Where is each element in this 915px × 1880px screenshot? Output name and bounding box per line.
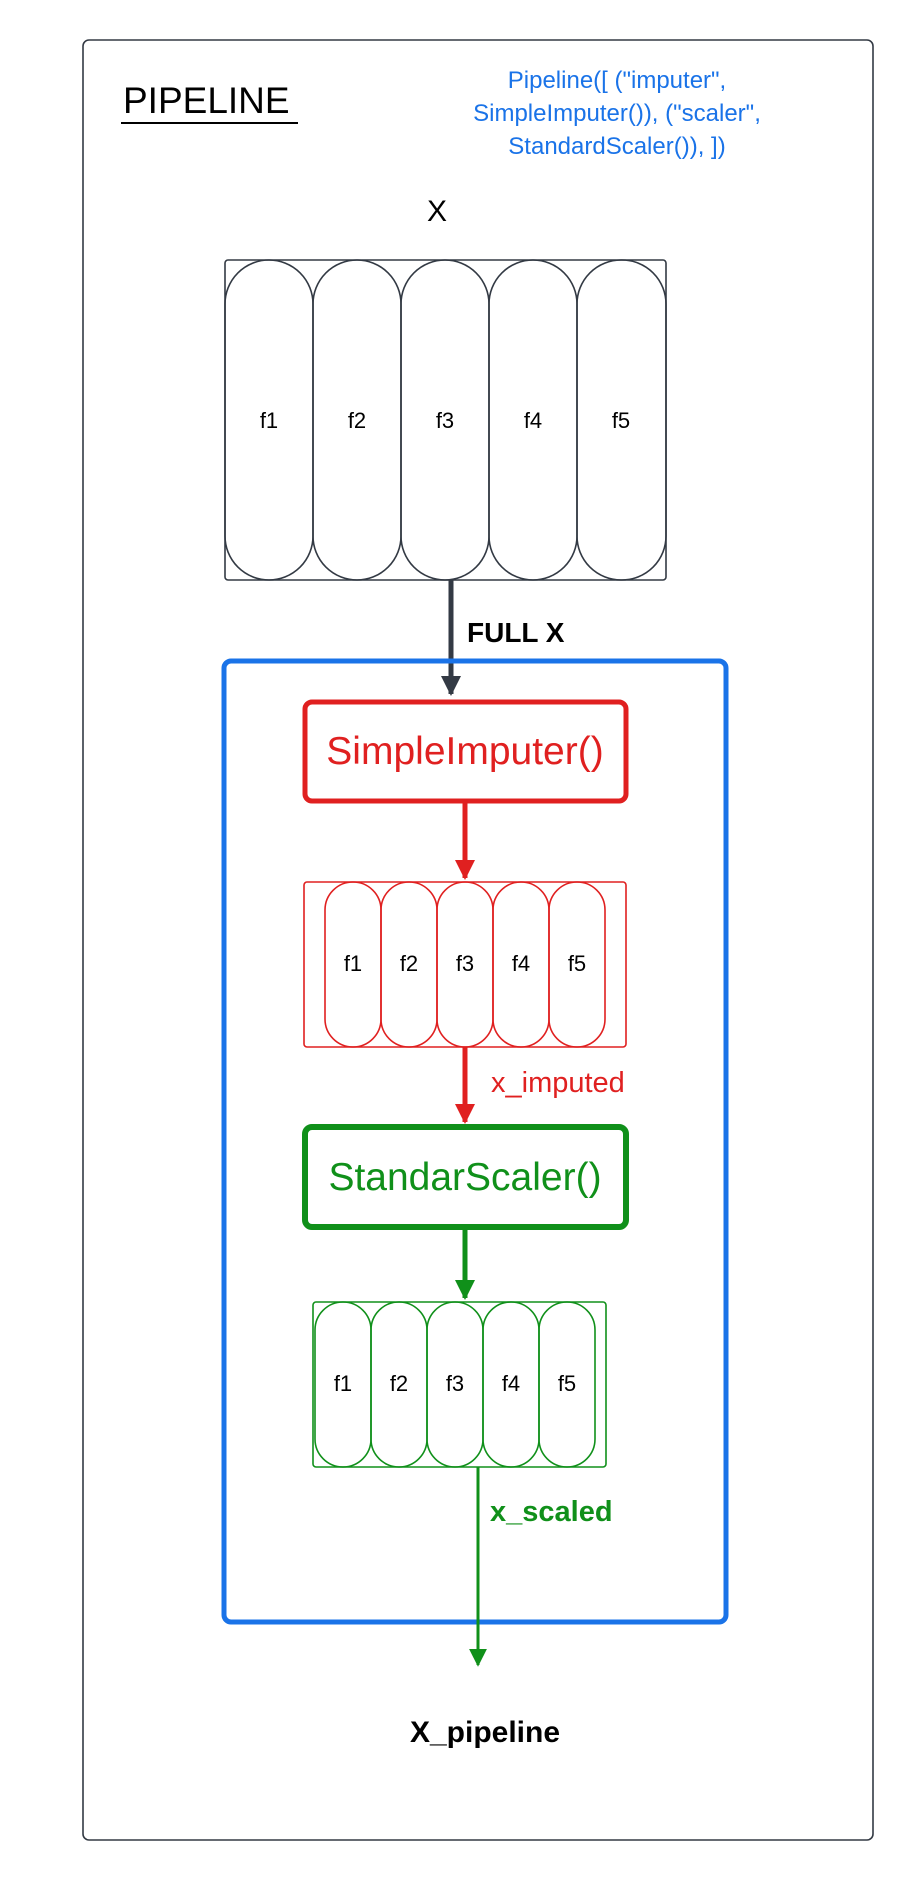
imputed-feature-label: f5 xyxy=(568,951,586,976)
imputer-label: SimpleImputer() xyxy=(326,730,603,773)
output-label: X_pipeline xyxy=(410,1716,560,1749)
code-line-2: SimpleImputer()), ("scaler", xyxy=(473,100,761,127)
scaled-feature-label: f4 xyxy=(502,1371,520,1396)
pipeline-frame xyxy=(82,39,874,1841)
scaled-feature-pill xyxy=(538,1301,596,1468)
scaled-feature-label: f2 xyxy=(390,1371,408,1396)
scaled-feature-label: f3 xyxy=(446,1371,464,1396)
x-imputed-label: x_imputed xyxy=(491,1067,625,1099)
imputed-feature-label: f4 xyxy=(512,951,530,976)
scaler-label: StandarScaler() xyxy=(328,1156,601,1199)
imputed-feature-pill xyxy=(548,881,606,1048)
input-feature-label: f2 xyxy=(348,408,366,433)
input-feature-label: f4 xyxy=(524,408,542,433)
scaled-features: f1 f2 f3 f4 f5 xyxy=(314,1301,596,1468)
input-feature-label: f3 xyxy=(436,408,454,433)
input-features: f1 f2 f3 f4 f5 xyxy=(224,259,667,581)
pipeline-container xyxy=(221,658,729,1625)
input-feature-label: f1 xyxy=(260,408,278,433)
full-x-label: FULL X xyxy=(467,617,565,648)
input-feature-pill xyxy=(576,259,667,581)
imputed-feature-label: f1 xyxy=(344,951,362,976)
pipeline-title: PIPELINE xyxy=(123,80,290,121)
code-line-1: Pipeline([ ("imputer", xyxy=(508,67,726,94)
input-label: X xyxy=(427,195,447,228)
scaled-feature-label: f1 xyxy=(334,1371,352,1396)
x-scaled-label: x_scaled xyxy=(490,1496,613,1528)
imputed-features: f1 f2 f3 f4 f5 xyxy=(324,881,606,1048)
scaled-feature-label: f5 xyxy=(558,1371,576,1396)
imputed-feature-label: f2 xyxy=(400,951,418,976)
code-line-3: StandardScaler()), ]) xyxy=(508,133,725,160)
imputed-feature-label: f3 xyxy=(456,951,474,976)
input-feature-label: f5 xyxy=(612,408,630,433)
